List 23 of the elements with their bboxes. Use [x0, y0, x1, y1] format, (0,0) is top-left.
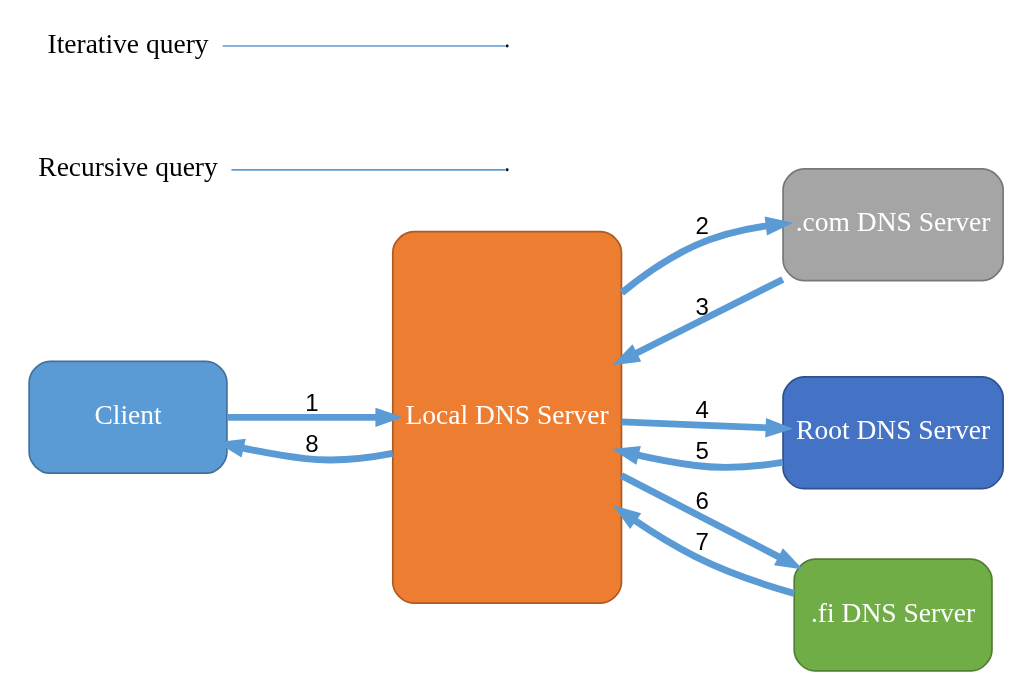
edge-label: 1 — [305, 388, 319, 416]
edge-label: 8 — [305, 430, 319, 458]
edge-label: 5 — [695, 436, 709, 464]
arrow — [613, 505, 796, 597]
node-box: .fi DNS Server — [793, 558, 993, 672]
arrow — [619, 472, 803, 570]
arrow — [611, 445, 784, 471]
edge-label: 3 — [695, 292, 709, 320]
node-box: .com DNS Server — [782, 168, 1004, 282]
arrow — [226, 407, 403, 427]
node-box: Root DNS Server — [782, 376, 1004, 490]
edge-label: 4 — [695, 395, 709, 423]
edge-label: 2 — [695, 211, 709, 239]
node-text: Iterative query — [47, 27, 209, 59]
connector — [230, 168, 507, 171]
node-box: Local DNS Server — [391, 230, 623, 604]
node-box: Client — [28, 360, 228, 475]
arrow — [612, 276, 785, 366]
edge-label: 7 — [695, 528, 709, 556]
arrow — [619, 216, 794, 296]
edge-label: 6 — [695, 486, 709, 514]
arrow — [621, 418, 794, 438]
node-text: Recursive query — [38, 151, 218, 183]
